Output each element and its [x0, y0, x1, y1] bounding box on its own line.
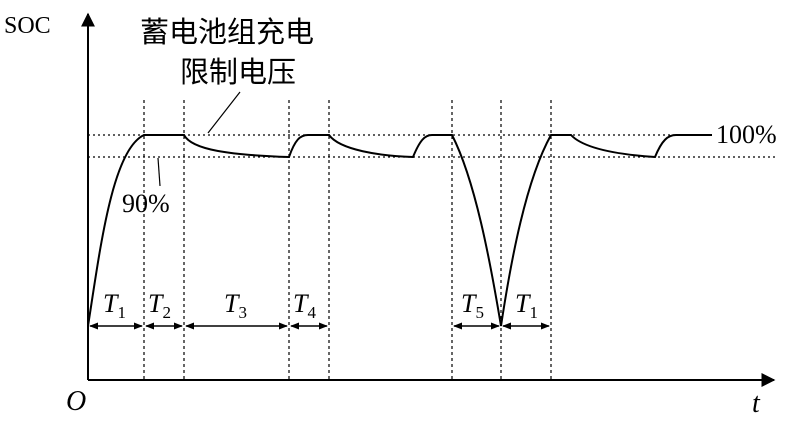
interval-boundaries: [143, 100, 552, 380]
interval-label-t2: T2: [148, 289, 171, 322]
level-90-leader: [157, 157, 161, 187]
soc-curve: [87, 134, 712, 327]
interval-label-t1: T1: [103, 289, 126, 322]
level-100-label: 100%: [716, 120, 777, 149]
y-axis-label: SOC: [4, 13, 51, 39]
interval-label-t5: T5: [461, 289, 484, 322]
annotation-line1: 蓄电池组充电: [140, 15, 314, 49]
interval-label-t3: T3: [224, 289, 247, 322]
x-axis-label: t: [752, 388, 761, 419]
interval-label-t4: T4: [293, 289, 316, 322]
origin-label: O: [66, 386, 86, 417]
interval-label-t1b: T1: [515, 289, 538, 322]
annotation-leader: [207, 91, 241, 134]
level-90-label: 90%: [122, 189, 170, 218]
annotation-line2: 限制电压: [180, 55, 296, 89]
